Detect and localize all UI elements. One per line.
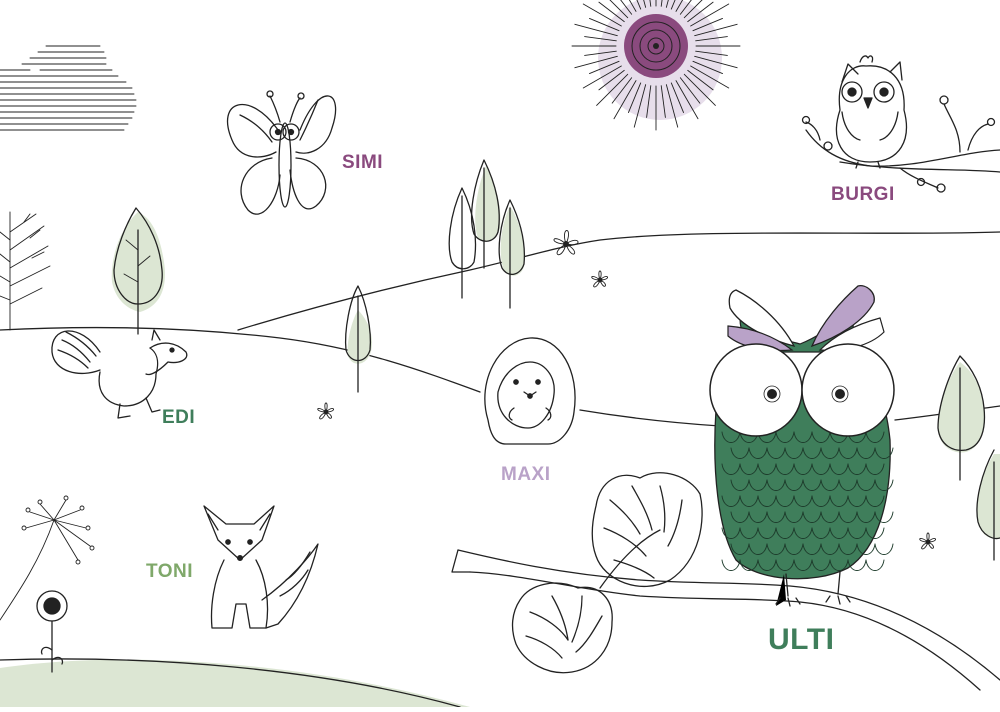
tree-icon — [112, 208, 165, 334]
tree-icon — [449, 160, 524, 308]
big-owl-icon — [710, 286, 894, 606]
tree-icon — [346, 286, 372, 392]
burgi-label: BURGI — [831, 184, 895, 206]
tree-icon — [0, 212, 50, 330]
tree-icon — [977, 450, 1000, 560]
edi-label: EDI — [162, 407, 195, 429]
fox-icon — [204, 506, 318, 628]
flower-icon — [37, 591, 67, 672]
flower-icon — [554, 231, 578, 255]
flower-icon — [318, 403, 334, 419]
maxi-label: MAXI — [501, 464, 551, 486]
branch-icon — [452, 530, 1000, 690]
squirrel-icon — [52, 330, 187, 418]
small-owl-icon — [837, 56, 907, 168]
flower-icon — [920, 533, 936, 549]
tree-icon — [938, 356, 985, 480]
flower-icon — [592, 271, 608, 287]
pine-cone-icon — [592, 473, 702, 587]
simi-label: SIMI — [342, 152, 383, 174]
toni-label: TONI — [146, 561, 193, 583]
branch-icon — [803, 96, 1000, 192]
cloud-icon — [0, 46, 136, 130]
pine-cone-icon — [513, 583, 613, 673]
sun-icon — [572, 0, 740, 130]
hedgehog-icon — [485, 338, 575, 444]
butterfly-icon — [228, 91, 336, 214]
ulti-label: ULTI — [768, 623, 834, 657]
